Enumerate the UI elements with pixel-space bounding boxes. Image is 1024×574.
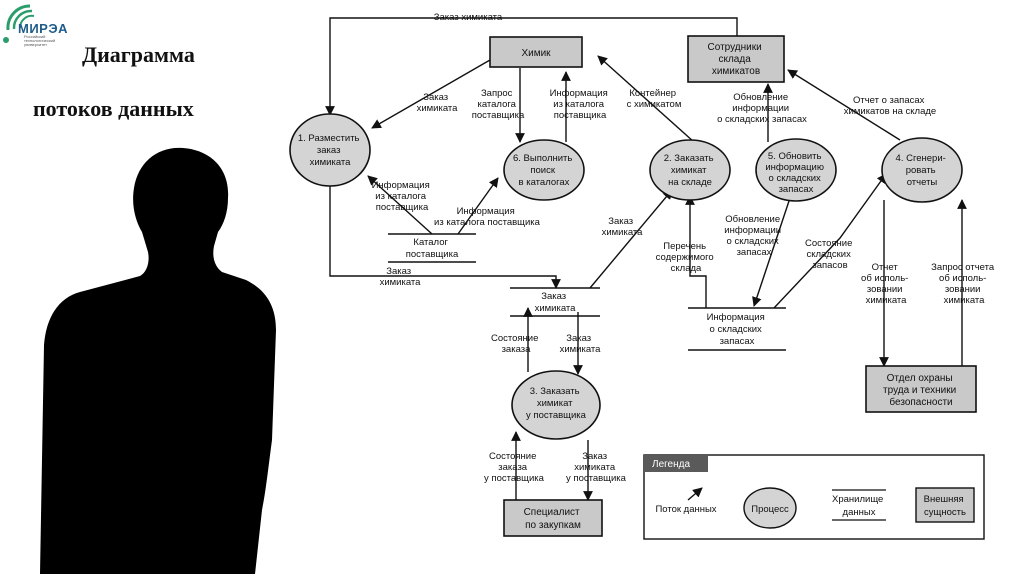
label-stock-status: Состояние складских запасов (805, 238, 855, 271)
label-container: Контейнер с химикатом (627, 88, 682, 110)
svg-text:4. Сгенери- ровать: 4. Сгенери- ровать отчеты (896, 153, 949, 188)
person-silhouette (40, 147, 276, 574)
svg-text:1. Разместить заказ: 1. Разместить заказ химиката (298, 133, 362, 168)
label-catalog-info-store: Информация из каталога поставщика (434, 206, 541, 228)
entity-chemist: Химик (489, 36, 583, 68)
label-inventory-report: Отчет о запасах химикатов на складе (844, 95, 936, 117)
label-update-info-staff: Обновление информации о складских запаса… (717, 92, 807, 125)
flow-line-top-order (325, 17, 738, 116)
process-2-order-from-stock: 2. Заказать химикат на складе (649, 139, 731, 201)
logo-name: МИРЭА (18, 21, 68, 36)
flow-line-catalog-info-p1 (367, 175, 433, 235)
label-top-order: Заказ химиката (434, 12, 503, 23)
svg-text:6. Выполнить поиск: 6. Выполнить поиск в каталогах (513, 153, 575, 188)
svg-text:Заказ химиката: Заказ химиката (535, 291, 577, 314)
flow-line-chem-to-p1 (371, 59, 491, 129)
entity-warehouse-staff-label: Сотрудники склада химикатов (708, 42, 765, 77)
legend-title: Легенда (652, 459, 690, 470)
legend-flow-arrow (687, 487, 703, 501)
label-catalog-info-p1: Информация из каталога поставщика (372, 180, 433, 213)
label-catalog-info-p6: Информация из каталога поставщика (550, 88, 611, 121)
process-1-place-order: 1. Разместить заказ химиката (289, 113, 371, 187)
flow-line-order-to-p2 (589, 189, 673, 289)
entity-buyer: Специалист по закупкам (503, 499, 603, 537)
legend-process-label: Процесс (751, 504, 789, 515)
label-order-status: Состояние заказа (491, 333, 541, 355)
label-supplier-status: Состояние заказа у поставщика (484, 451, 545, 484)
entity-safety-dept: Отдел охраны труда и техники безопасност… (865, 365, 977, 413)
label-usage-report: Отчет об исполь- зовании химиката (861, 262, 911, 306)
legend-store-label: Хранилище данных (832, 494, 886, 518)
flow-line-p1-to-order (329, 186, 561, 289)
store-supplier-catalog: Каталог поставщика (388, 233, 476, 263)
logo-arcs-icon (3, 4, 35, 43)
flow-line-inventory-report (787, 69, 901, 141)
mirea-logo: МИРЭА Российский технологический универс… (0, 0, 70, 48)
label-order-to-p3: Заказ химиката (560, 333, 602, 355)
legend-flow-label: Поток данных (655, 504, 716, 515)
process-5-update-inventory: 5. Обновить информацию о складских запас… (755, 138, 837, 202)
legend: Легенда Поток данных Процесс Хранилище д… (643, 454, 985, 540)
slide-title-line1: Диаграмма (82, 42, 195, 67)
label-order-to-p2: Заказ химиката (602, 216, 644, 238)
svg-text:2. Заказать химикат: 2. Заказать химикат на складе (664, 153, 717, 188)
store-inventory-info: Информация о складских запасах (688, 307, 786, 351)
slide-title-line2: потоков данных (33, 96, 194, 121)
entity-safety-dept-label: Отдел охраны труда и техники безопасност… (883, 373, 959, 408)
flow-line-update-info-store (752, 197, 791, 307)
process-4-generate-reports: 4. Сгенери- ровать отчеты (881, 137, 963, 203)
label-stock-list: Перечень содержимого склада (656, 241, 717, 274)
entity-chemist-label: Химик (521, 48, 551, 59)
label-supplier-order: Заказ химиката у поставщика (566, 451, 627, 484)
label-p1-to-order: Заказ химиката (380, 266, 422, 288)
flow-line-stock-status (773, 173, 887, 309)
entity-warehouse-staff: Сотрудники склада химикатов (687, 35, 785, 83)
logo-subtitle: Российский технологический университет (24, 34, 56, 47)
entity-buyer-label: Специалист по закупкам (524, 507, 583, 531)
legend-process-shape (743, 487, 797, 529)
flow-line-stock-list (685, 195, 707, 308)
flow-line-catalog-info-store (457, 177, 499, 235)
process-3-order-from-supplier: 3. Заказать химикат у поставщика (511, 370, 601, 440)
svg-text:3. Заказать химикат: 3. Заказать химикат у поставщика (526, 386, 587, 421)
label-report-request: Запрос отчета об исполь- зовании химикат… (931, 262, 997, 306)
svg-text:Каталог поставщика: Каталог поставщика (406, 237, 459, 260)
svg-text:5. Обновить информацию: 5. Обновить информацию о складских запас… (765, 151, 826, 195)
store-chemical-order: Заказ химиката (510, 287, 600, 317)
label-chem-to-p1: Заказ химиката (417, 92, 459, 114)
legend-entity-shape (915, 487, 975, 523)
label-catalog-request: Запрос каталога поставщика (472, 88, 525, 121)
label-update-info-store: Обновление информации о складских запаса… (724, 214, 783, 258)
legend-entity-label: Внешняя сущность (924, 494, 967, 518)
process-6-catalog-search: 6. Выполнить поиск в каталогах (503, 139, 585, 201)
svg-text:Информация о складских: Информация о складских запасах (707, 312, 768, 347)
flow-line-container (597, 55, 695, 143)
